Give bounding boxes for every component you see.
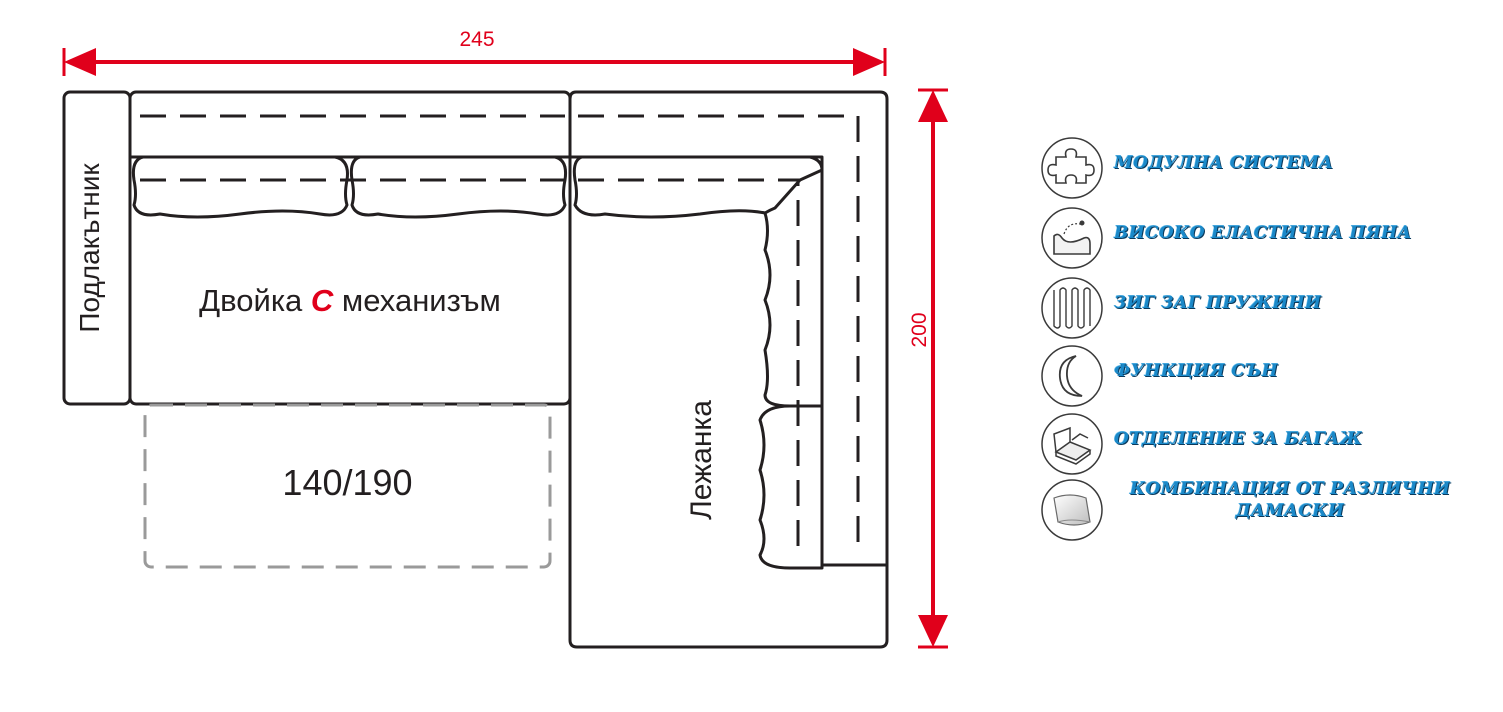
bed-extension-outline	[143, 403, 552, 569]
feature-label: ВИСОКО ЕЛАСТИЧНА ПЯНА	[1114, 223, 1412, 243]
feature-label: ЗИГ ЗАГ ПРУЖИНИ	[1114, 293, 1322, 313]
seat-cushion-chaise	[572, 155, 824, 219]
back-cushion-upper	[763, 157, 824, 408]
bed-size-label: 140/190	[282, 462, 413, 503]
chaise-block	[568, 90, 889, 649]
width-dimension-label: 245	[459, 28, 495, 51]
feature-sleep: ФУНКЦИЯ СЪН	[1040, 344, 1480, 410]
feature-label: МОДУЛНА СИСТЕМА	[1114, 153, 1334, 173]
feature-label: КОМБИНАЦИЯ ОТ РАЗЛИЧНИ ДАМАСКИ	[1129, 479, 1451, 521]
feature-foam: ВИСОКО ЕЛАСТИЧНА ПЯНА	[1040, 206, 1480, 272]
main-section-suffix: механизъм	[333, 283, 501, 318]
feature-label: ОТДЕЛЕНИЕ ЗА БАГАЖ	[1114, 429, 1363, 449]
main-section-highlight: С	[310, 283, 334, 318]
main-section-label: Двойка С механизъм	[130, 283, 570, 319]
height-dimension-label: 200	[908, 312, 931, 348]
seat-cushion-left	[131, 155, 349, 219]
feature-label: ФУНКЦИЯ СЪН	[1114, 361, 1279, 381]
width-dimension-arrow	[62, 48, 887, 76]
feature-storage: ОТДЕЛЕНИЕ ЗА БАГАЖ	[1040, 412, 1480, 478]
height-dimension-arrow	[918, 88, 948, 649]
back-cushion-lower	[758, 404, 824, 570]
moon-icon	[1041, 345, 1103, 407]
puzzle-icon	[1041, 137, 1103, 199]
fabric-swatch-icon	[1041, 479, 1103, 541]
chaise-label: Лежанка	[685, 400, 718, 520]
main-section-prefix: Двойка	[199, 283, 311, 318]
feature-damask: КОМБИНАЦИЯ ОТ РАЗЛИЧНИ ДАМАСКИ	[1040, 478, 1480, 544]
feature-modular: МОДУЛНА СИСТЕМА	[1040, 136, 1480, 202]
seat-cushion-middle	[349, 155, 567, 219]
armrest-label: Подлакътник	[74, 163, 105, 333]
storage-box-icon	[1041, 413, 1103, 475]
feature-springs: ЗИГ ЗАГ ПРУЖИНИ	[1040, 276, 1480, 342]
foam-icon	[1041, 207, 1103, 269]
main-seat-block	[128, 90, 572, 406]
zigzag-spring-icon	[1041, 277, 1103, 339]
